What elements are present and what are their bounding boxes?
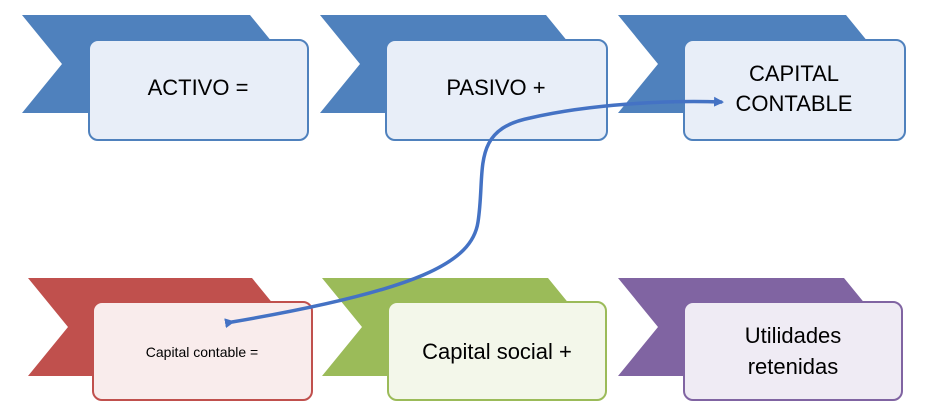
utilidades-retenidas-label-line2: retenidas (748, 354, 839, 379)
capital-contable-label-line2: CONTABLE (736, 91, 853, 116)
capital-social-label: Capital social + (422, 339, 572, 364)
capital-social-step: Capital social + (322, 278, 607, 401)
utilidades-retenidas-step: Utilidades retenidas (618, 278, 903, 401)
capital-contable-eq-step: Capital contable = (28, 278, 313, 401)
utilidades-retenidas-box (683, 301, 903, 401)
activo-label: ACTIVO = (148, 75, 249, 100)
utilidades-retenidas-label-line1: Utilidades (745, 323, 842, 348)
capital-contable-eq-label: Capital contable = (146, 344, 258, 360)
capital-contable-label-line1: CAPITAL (749, 61, 839, 86)
activo-step: ACTIVO = (22, 15, 309, 141)
pasivo-step: PASIVO + (320, 15, 608, 141)
pasivo-label: PASIVO + (446, 75, 545, 100)
capital-contable-step: CAPITAL CONTABLE (618, 15, 906, 141)
capital-contable-box (683, 39, 906, 141)
connector-arrow (224, 96, 724, 329)
